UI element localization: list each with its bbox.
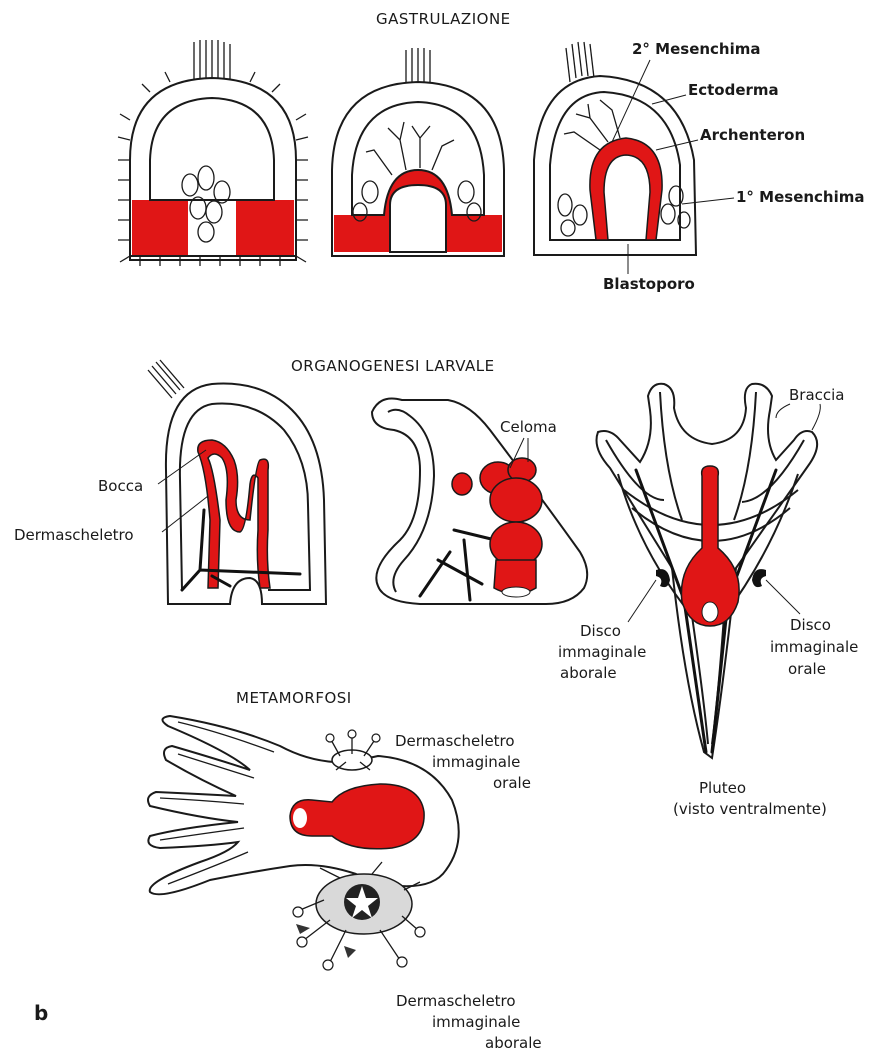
label-mouth: Bocca: [98, 477, 143, 495]
label-archenteron: Archenteron: [700, 126, 805, 144]
label-oral-skeleton-1: Dermascheletro: [395, 732, 515, 750]
larva-prism-stage: [148, 360, 326, 604]
label-aboral-skeleton-1: Dermascheletro: [396, 992, 516, 1010]
label-oral-skeleton-3: orale: [493, 774, 531, 792]
pluteus-larva: [597, 384, 818, 758]
label-pluteus-view: (visto ventralmente): [673, 800, 827, 818]
label-aboral-disc-2: immaginale: [558, 643, 646, 661]
label-arms: Braccia: [789, 386, 845, 404]
label-oral-disc-1: Disco: [790, 616, 831, 634]
label-aboral-skeleton-2: immaginale: [432, 1013, 520, 1031]
cilia-tuft: [148, 360, 184, 398]
label-aboral-disc-1: Disco: [580, 622, 621, 640]
label-blastopore: Blastoporo: [603, 275, 695, 293]
label-aboral-skeleton-3: aborale: [485, 1034, 542, 1052]
label-oral-disc-3: orale: [788, 660, 826, 678]
cilia-tuft: [566, 42, 594, 82]
label-1st-mesenchyme: 1° Mesenchima: [736, 188, 865, 206]
label-2nd-mesenchyme: 2° Mesenchima: [632, 40, 761, 58]
gastrula-stage-1: [118, 40, 308, 266]
label-skeleton: Dermascheletro: [14, 526, 134, 544]
label-coelom: Celoma: [500, 418, 557, 436]
metamorphosing-larva: [148, 716, 459, 970]
label-ectoderm: Ectoderma: [688, 81, 779, 99]
label-pluteus: Pluteo: [699, 779, 746, 797]
metamorphosis-title: METAMORFOSI: [236, 689, 352, 707]
gastrula-stage-2: [332, 48, 504, 256]
cilia-tuft: [406, 48, 430, 86]
organogenesis-title: ORGANOGENESI LARVALE: [291, 357, 495, 375]
label-aboral-disc-3: aborale: [560, 664, 617, 682]
gastrulation-title: GASTRULAZIONE: [376, 10, 511, 28]
label-oral-skeleton-2: immaginale: [432, 753, 520, 771]
panel-letter: b: [34, 1001, 48, 1025]
label-oral-disc-2: immaginale: [770, 638, 858, 656]
gastrula-stage-3: [534, 42, 696, 255]
